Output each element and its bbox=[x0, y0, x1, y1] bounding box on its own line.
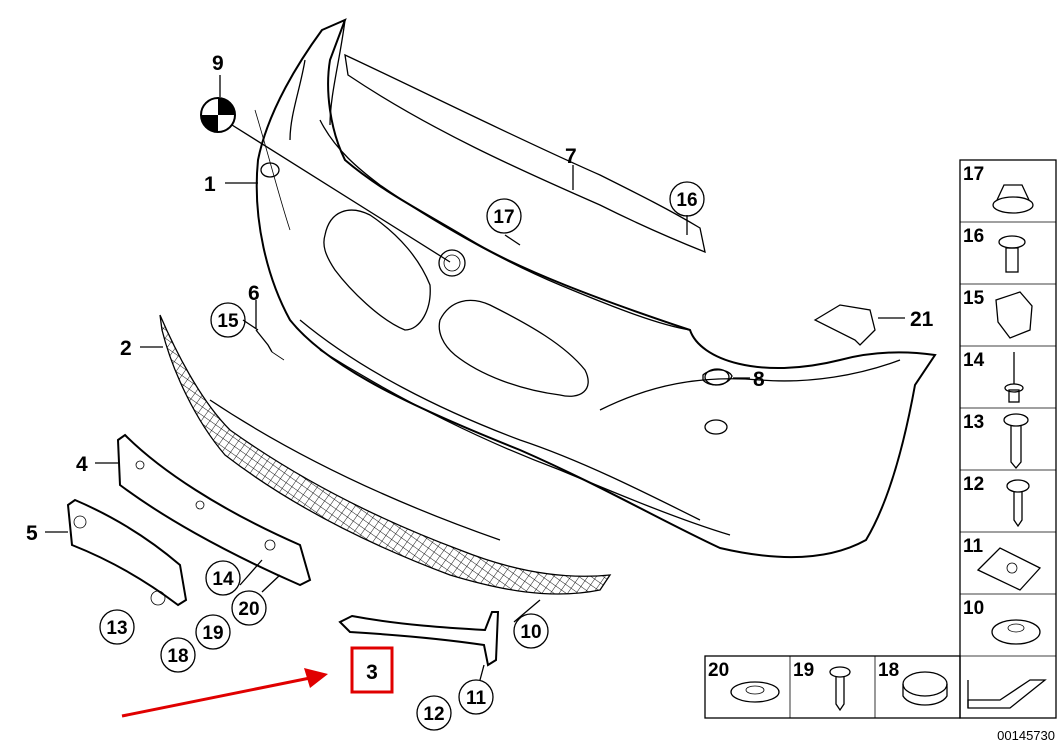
callout-21: 21 bbox=[910, 308, 934, 331]
bottom-panel: 20 19 18 bbox=[704, 655, 961, 719]
circled-callout-16: 16 bbox=[669, 181, 705, 217]
svg-text:13: 13 bbox=[106, 618, 127, 639]
callout-7: 7 bbox=[565, 145, 577, 168]
panel-label-17: 17 bbox=[963, 164, 984, 185]
svg-text:19: 19 bbox=[202, 623, 223, 644]
callout-4: 4 bbox=[76, 453, 88, 476]
screw-icon bbox=[1003, 413, 1029, 470]
svg-text:11: 11 bbox=[466, 688, 487, 709]
leader-lines bbox=[45, 75, 905, 533]
callout-2: 2 bbox=[120, 337, 132, 360]
trim-strip bbox=[344, 53, 706, 254]
svg-text:17: 17 bbox=[493, 207, 514, 228]
svg-text:14: 14 bbox=[212, 569, 234, 590]
highlight-part-3: 3 bbox=[350, 646, 394, 694]
circled-callout-15: 15 bbox=[210, 302, 246, 338]
red-arrow bbox=[121, 668, 328, 718]
misc-parts bbox=[200, 97, 876, 386]
svg-text:18: 18 bbox=[167, 646, 188, 667]
callout-9: 9 bbox=[212, 52, 224, 75]
small-screw-icon bbox=[829, 666, 851, 712]
spring-nut-icon bbox=[976, 547, 1042, 591]
push-nut-icon bbox=[992, 184, 1034, 214]
highlight-box bbox=[350, 646, 394, 694]
panel-label-12: 12 bbox=[963, 474, 984, 495]
panel-label-19: 19 bbox=[793, 660, 814, 681]
plate-bracket bbox=[116, 433, 312, 587]
circled-callout-14: 14 bbox=[205, 560, 241, 596]
svg-text:12: 12 bbox=[423, 704, 444, 725]
circled-callout-11: 11 bbox=[458, 679, 494, 715]
panel-label-20: 20 bbox=[708, 660, 729, 681]
panel-label-11: 11 bbox=[963, 536, 984, 557]
bracket-part-3 bbox=[338, 611, 500, 667]
circled-callout-18: 18 bbox=[160, 637, 196, 673]
tapping-screw-icon bbox=[1006, 479, 1030, 528]
side-panel: 17 16 15 14 13 12 11 10 bbox=[959, 159, 1057, 719]
svg-text:20: 20 bbox=[238, 599, 259, 620]
panel-label-16: 16 bbox=[963, 226, 984, 247]
svg-text:10: 10 bbox=[520, 622, 541, 643]
circled-callout-10: 10 bbox=[513, 613, 549, 649]
svg-text:16: 16 bbox=[676, 190, 697, 211]
callout-8: 8 bbox=[753, 368, 765, 391]
panel-label-14: 14 bbox=[963, 350, 985, 371]
panel-label-15: 15 bbox=[963, 288, 985, 309]
svg-text:15: 15 bbox=[217, 311, 239, 332]
corner-arrow-icon bbox=[967, 679, 1047, 709]
document-number: 00145730 bbox=[997, 728, 1055, 743]
grommet-icon bbox=[991, 619, 1041, 645]
rivet-icon bbox=[1004, 352, 1024, 403]
lower-grille bbox=[159, 314, 612, 595]
callout-1: 1 bbox=[204, 173, 216, 196]
circled-callout-17: 17 bbox=[486, 198, 522, 234]
panel-label-18: 18 bbox=[878, 660, 899, 681]
circled-callouts: 17 16 15 14 13 20 19 18 bbox=[99, 181, 705, 731]
bolt-icon bbox=[998, 235, 1026, 273]
panel-label-10: 10 bbox=[963, 598, 984, 619]
bumper-cover bbox=[254, 18, 937, 558]
plate-holder bbox=[66, 498, 188, 607]
circled-callout-20: 20 bbox=[231, 590, 267, 626]
circled-callout-19: 19 bbox=[195, 614, 231, 650]
washer-icon bbox=[730, 681, 780, 703]
circled-callout-13: 13 bbox=[99, 609, 135, 645]
circled-callout-12: 12 bbox=[416, 695, 452, 731]
clip-icon bbox=[995, 291, 1033, 339]
callout-5: 5 bbox=[26, 522, 38, 545]
highlight-label: 3 bbox=[366, 661, 378, 684]
panel-label-13: 13 bbox=[963, 412, 984, 433]
callout-6: 6 bbox=[248, 282, 260, 305]
plug-cap-icon bbox=[902, 671, 948, 706]
callout-labels: 1 2 4 5 6 7 8 9 21 bbox=[26, 52, 934, 545]
